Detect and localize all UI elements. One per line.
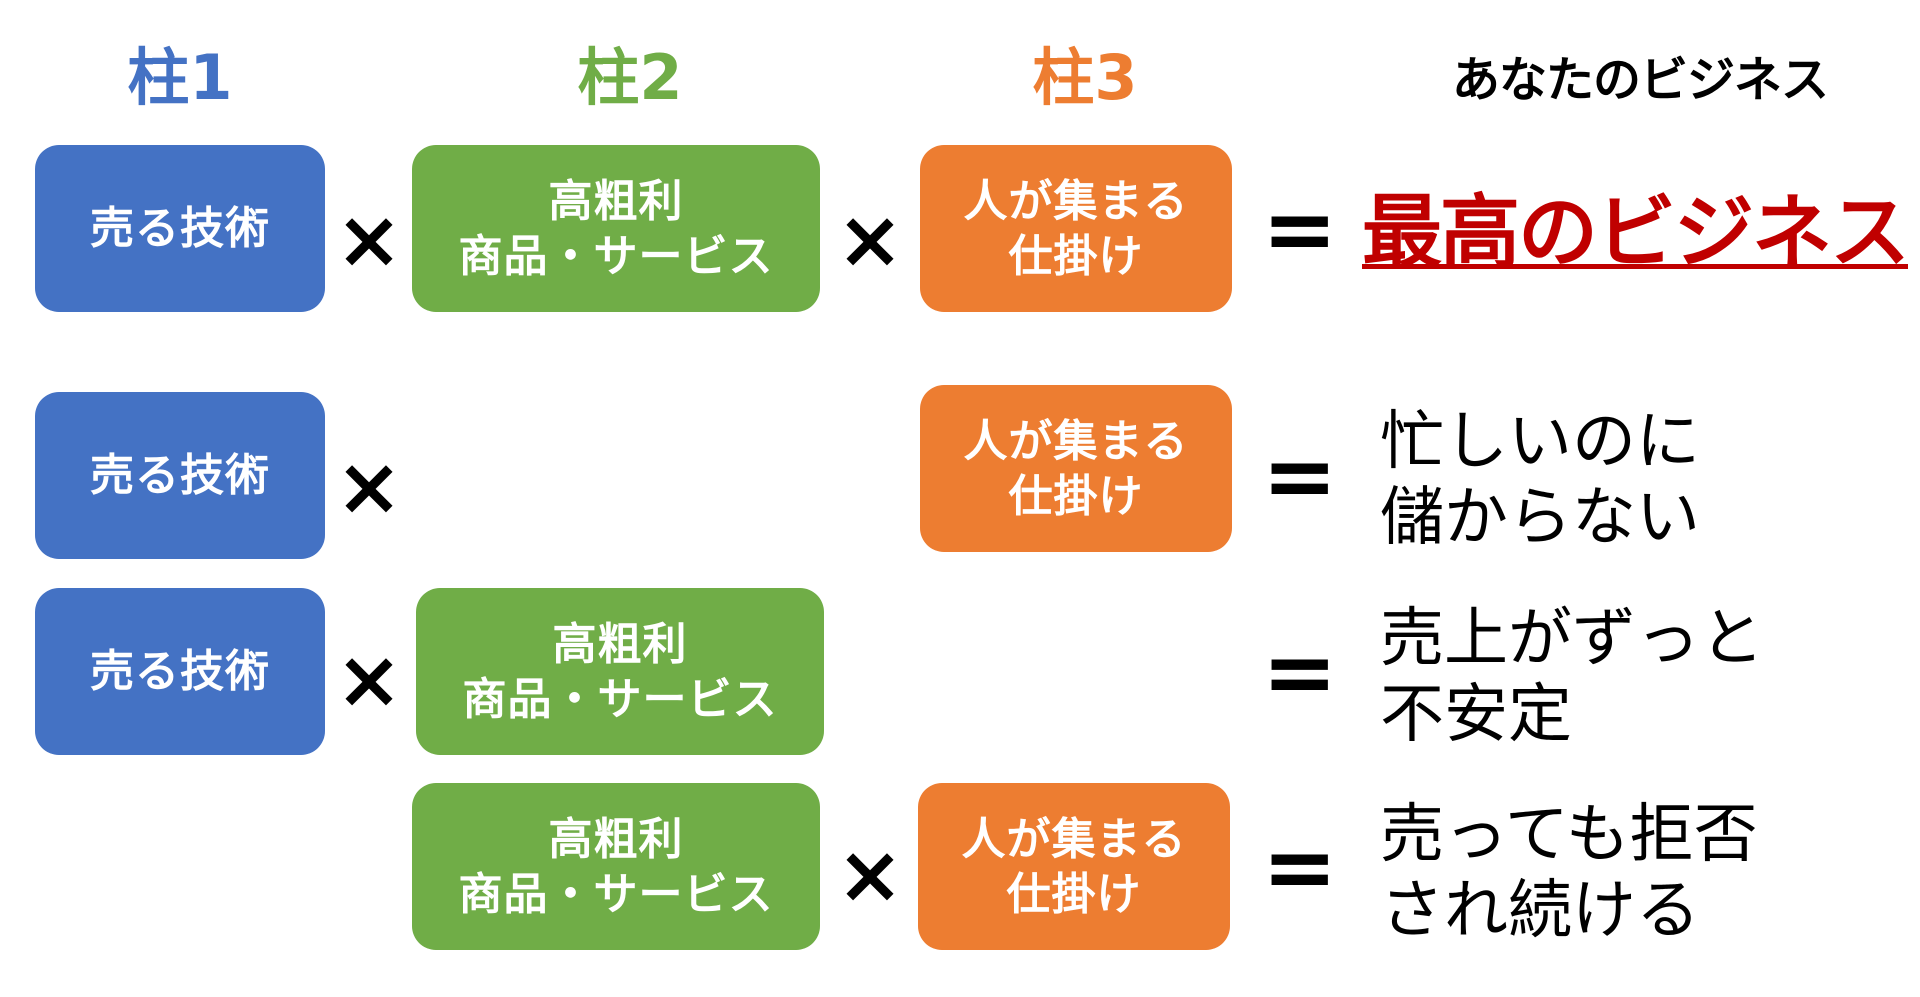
row1-pillar1-box: 売る技術 [35,145,325,312]
header-pillar-1: 柱1 [127,41,233,114]
row1-pillar3-box: 人が集まる 仕掛け [920,145,1232,312]
row2-pillar1-label: 売る技術 [90,450,270,501]
header-your-business: あなたのビジネス [1451,52,1829,108]
header-pillar-3: 柱3 [1032,41,1138,114]
row1-pillar3-line2: 仕掛け [1008,230,1144,282]
row2-result-line2: 儲からない [1380,481,1700,555]
row4-result: 売っても拒否 され続ける [1380,797,1758,949]
row4-pillar2-line1: 高粗利 [548,813,684,865]
row4-pillar3-line2: 仕掛け [1006,868,1142,920]
row2-pillar1-box: 売る技術 [35,392,325,559]
row4-pillar3-box: 人が集まる 仕掛け [918,783,1230,950]
row1-times-2: × [836,193,904,286]
row1-pillar1-label: 売る技術 [90,203,270,254]
row3-pillar1-label: 売る技術 [90,646,270,697]
row1-times-1: × [335,193,403,286]
row4-pillar2-box: 高粗利 商品・サービス [412,783,820,950]
row4-times: × [836,828,904,921]
row1-result-best-business: 最高のビジネス [1362,186,1910,279]
header-pillar-2: 柱2 [577,41,683,114]
row3-pillar2-line1: 高粗利 [552,618,688,670]
row3-pillar1-box: 売る技術 [35,588,325,755]
row1-equals: = [1262,177,1338,282]
row1-pillar2-line2: 商品・サービス [458,230,774,282]
row4-pillar3-line1: 人が集まる [961,813,1187,865]
row3-equals: = [1262,620,1338,725]
row2-result-line1: 忙しいのに [1380,405,1700,479]
row3-result: 売上がずっと 不安定 [1380,601,1764,753]
row3-result-line2: 不安定 [1380,678,1572,752]
row4-equals: = [1262,815,1338,920]
row3-times: × [335,633,403,726]
row2-pillar3-line2: 仕掛け [1008,470,1144,522]
row2-pillar3-line1: 人が集まる [963,415,1189,467]
row4-result-line1: 売っても拒否 [1380,798,1758,872]
row3-pillar2-box: 高粗利 商品・サービス [416,588,824,755]
row2-times: × [335,440,403,533]
row2-pillar3-box: 人が集まる 仕掛け [920,385,1232,552]
row1-pillar2-line1: 高粗利 [548,175,684,227]
row4-result-line2: され続ける [1380,874,1700,948]
row1-pillar3-line1: 人が集まる [963,175,1189,227]
row3-pillar2-line2: 商品・サービス [462,673,778,725]
row2-result: 忙しいのに 儲からない [1380,404,1700,556]
row3-result-line1: 売上がずっと [1380,602,1764,676]
row4-pillar2-line2: 商品・サービス [458,868,774,920]
row2-equals: = [1262,424,1338,529]
row1-pillar2-box: 高粗利 商品・サービス [412,145,820,312]
